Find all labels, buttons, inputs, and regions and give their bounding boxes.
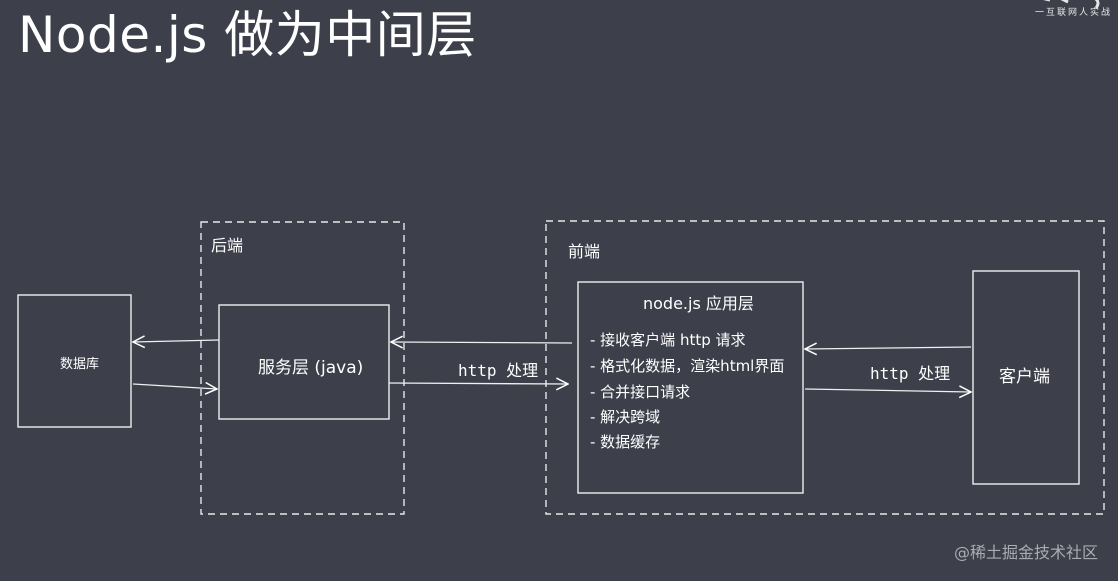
arrow-client-to-node bbox=[805, 347, 972, 349]
node-item-merge: - 合并接口请求 bbox=[590, 383, 691, 401]
footer-watermark: @稀土掘金技术社区 bbox=[953, 543, 1098, 562]
client-box bbox=[972, 270, 1080, 485]
edge-label-node-client: http 处理 bbox=[870, 360, 950, 384]
arrow-service-to-database bbox=[133, 340, 220, 342]
arrow-node-to-service bbox=[391, 342, 573, 343]
service-box bbox=[218, 304, 390, 420]
database-label: 数据库 bbox=[60, 357, 100, 372]
node-item-cache: - 数据缓存 bbox=[590, 433, 661, 451]
node-label: node.js 应用层 bbox=[643, 294, 754, 313]
edge-label-http: http bbox=[458, 361, 497, 380]
node-item-format: - 格式化数据，渲染html界面 bbox=[590, 357, 785, 375]
frontend-group-border bbox=[545, 220, 1105, 515]
client-label: 客户端 bbox=[999, 367, 1050, 387]
database-box bbox=[17, 294, 132, 428]
edge-label-http: http bbox=[870, 364, 909, 383]
edge-label-process: 处理 bbox=[506, 361, 539, 380]
watermark-tagline: 一互联网人实战 bbox=[1034, 8, 1112, 18]
top-watermark: 一互联网人实战 bbox=[994, 0, 1114, 22]
page-title: Node.js 做为中间层 bbox=[18, 6, 477, 64]
node-box bbox=[577, 281, 804, 494]
backend-group-label: 后端 bbox=[211, 236, 244, 255]
backend-group-border bbox=[200, 221, 405, 515]
edge-label-process: 处理 bbox=[918, 364, 951, 383]
frontend-group-label: 前端 bbox=[568, 242, 601, 261]
edge-label-service-node: http 处理 bbox=[458, 357, 538, 381]
arrow-node-to-client bbox=[804, 389, 971, 392]
arrow-service-to-node bbox=[388, 383, 568, 384]
service-label: 服务层 (java) bbox=[258, 358, 364, 378]
node-item-receive: - 接收客户端 http 请求 bbox=[590, 331, 746, 349]
arrow-database-to-service bbox=[132, 384, 217, 389]
node-item-cors: - 解决跨域 bbox=[590, 408, 661, 426]
